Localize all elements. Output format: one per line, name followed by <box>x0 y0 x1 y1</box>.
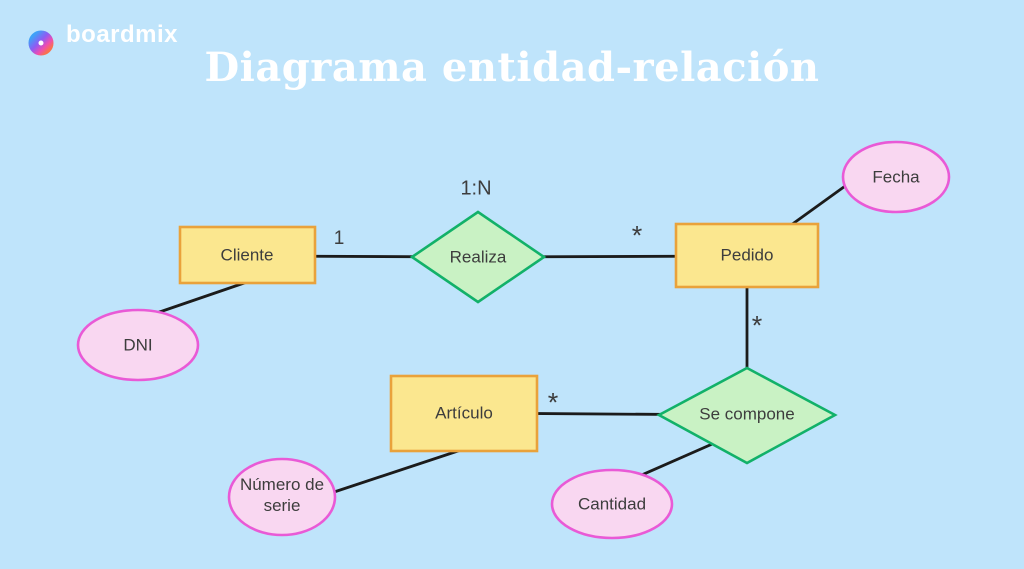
entity-pedido-shape[interactable] <box>674 222 820 289</box>
entity-cliente-shape[interactable] <box>178 225 317 285</box>
attribute-cantidad-label: Cantidad <box>577 494 647 514</box>
entity-articulo-shape[interactable] <box>389 374 539 453</box>
attribute-numeroserie-shape[interactable] <box>227 457 337 537</box>
relationship-realiza-shape[interactable] <box>409 210 547 304</box>
cardinality-cliente-realiza: 1 <box>333 228 345 249</box>
relationship-secompone-shape[interactable] <box>656 366 838 465</box>
attribute-numeroserie-label: Número de serie <box>239 474 325 515</box>
boardmix-logo: boardmix <box>22 12 178 58</box>
attribute-fecha-shape[interactable] <box>841 140 951 214</box>
connector-articulo-numeroserie[interactable] <box>309 445 471 502</box>
entity-pedido-label: Pedido <box>720 245 774 265</box>
entity-cliente-label: Cliente <box>220 245 274 265</box>
attribute-cantidad-shape[interactable] <box>550 468 674 540</box>
entity-articulo-label: Artículo <box>435 403 493 423</box>
attribute-fecha-label: Fecha <box>872 167 920 187</box>
cardinality-realiza-pedido: * <box>631 220 643 251</box>
cardinality-articulo-secompone: * <box>547 387 559 418</box>
page-title: Diagrama entidad-relación <box>204 44 820 91</box>
cardinality-realiza-1n: 1:N <box>460 177 492 200</box>
relationship-realiza-label: Realiza <box>449 247 507 267</box>
boardmix-logo-icon <box>25 13 54 56</box>
cardinality-pedido-secompone: * <box>751 310 763 341</box>
relationship-secompone-label: Se compone <box>699 404 795 424</box>
attribute-dni-label: DNI <box>123 335 153 355</box>
connector-cliente-dni[interactable] <box>144 279 251 319</box>
boardmix-logo-text: boardmix <box>66 21 179 48</box>
attribute-dni-shape[interactable] <box>76 308 200 382</box>
